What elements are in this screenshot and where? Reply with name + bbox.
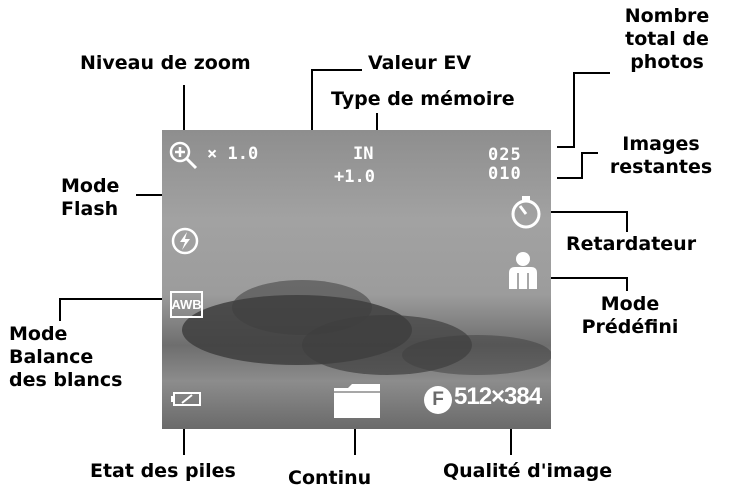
awb-icon: AWB [170,291,203,318]
battery-state-label: Etat des piles [90,460,236,482]
remaining-callout-line [557,152,598,179]
preset-mode-label: Mode Prédéfini [575,293,685,339]
zoom-icon [169,141,198,170]
camera-lcd-screen: × 1.0 IN +1.0 025 010 AWB F 512×38 [162,130,551,429]
remaining-line-2: restantes [609,156,713,178]
battery-icon [171,392,201,406]
fine-quality-icon: F [424,386,452,414]
continuous-label: Continu [288,467,372,489]
wb-line-3: des blancs [9,369,123,391]
total-photos-label: Nombre total de photos [612,5,722,74]
preset-line-2: Prédéfini [581,316,679,338]
remaining-line-1: Images [622,133,700,155]
resolution-value: 512×384 [454,383,542,410]
folder-icon [334,384,380,418]
image-quality-label: Qualité d'image [443,460,613,482]
awb-callout-line [59,298,162,321]
total-photos-line-2: total de [625,28,709,50]
flash-off-icon [171,227,199,255]
zoom-level-label: Niveau de zoom [80,52,251,74]
preset-line-1: Mode [600,293,660,315]
remaining-images-label: Images restantes [596,133,726,179]
total-photo-count: 025 [488,145,522,165]
self-timer-label: Retardateur [566,233,697,255]
awb-text: AWB [171,297,202,312]
quality-letter: F [432,389,444,410]
zoom-value: × 1.0 [207,144,259,164]
person-icon [509,252,537,289]
remaining-image-count: 010 [488,164,522,184]
ev-value: +1.0 [334,167,375,187]
flash-mode-label: Mode Flash [61,175,119,221]
white-balance-label: Mode Balance des blancs [9,323,122,392]
memory-value: IN [353,144,374,164]
preset-callout-line [551,277,628,291]
flash-mode-line-1: Mode [61,175,120,197]
total-callout-line [557,72,610,148]
cloud [402,335,551,375]
timer-callout-line [548,211,628,232]
ev-value-label: Valeur EV [368,52,472,74]
flash-mode-line-2: Flash [61,198,119,220]
self-timer-icon [511,196,541,229]
memory-type-label: Type de mémoire [331,88,515,110]
wb-line-2: Balance [9,346,94,368]
wb-line-1: Mode [9,323,68,345]
total-photos-line-3: photos [630,51,704,73]
total-photos-line-1: Nombre [624,5,710,27]
